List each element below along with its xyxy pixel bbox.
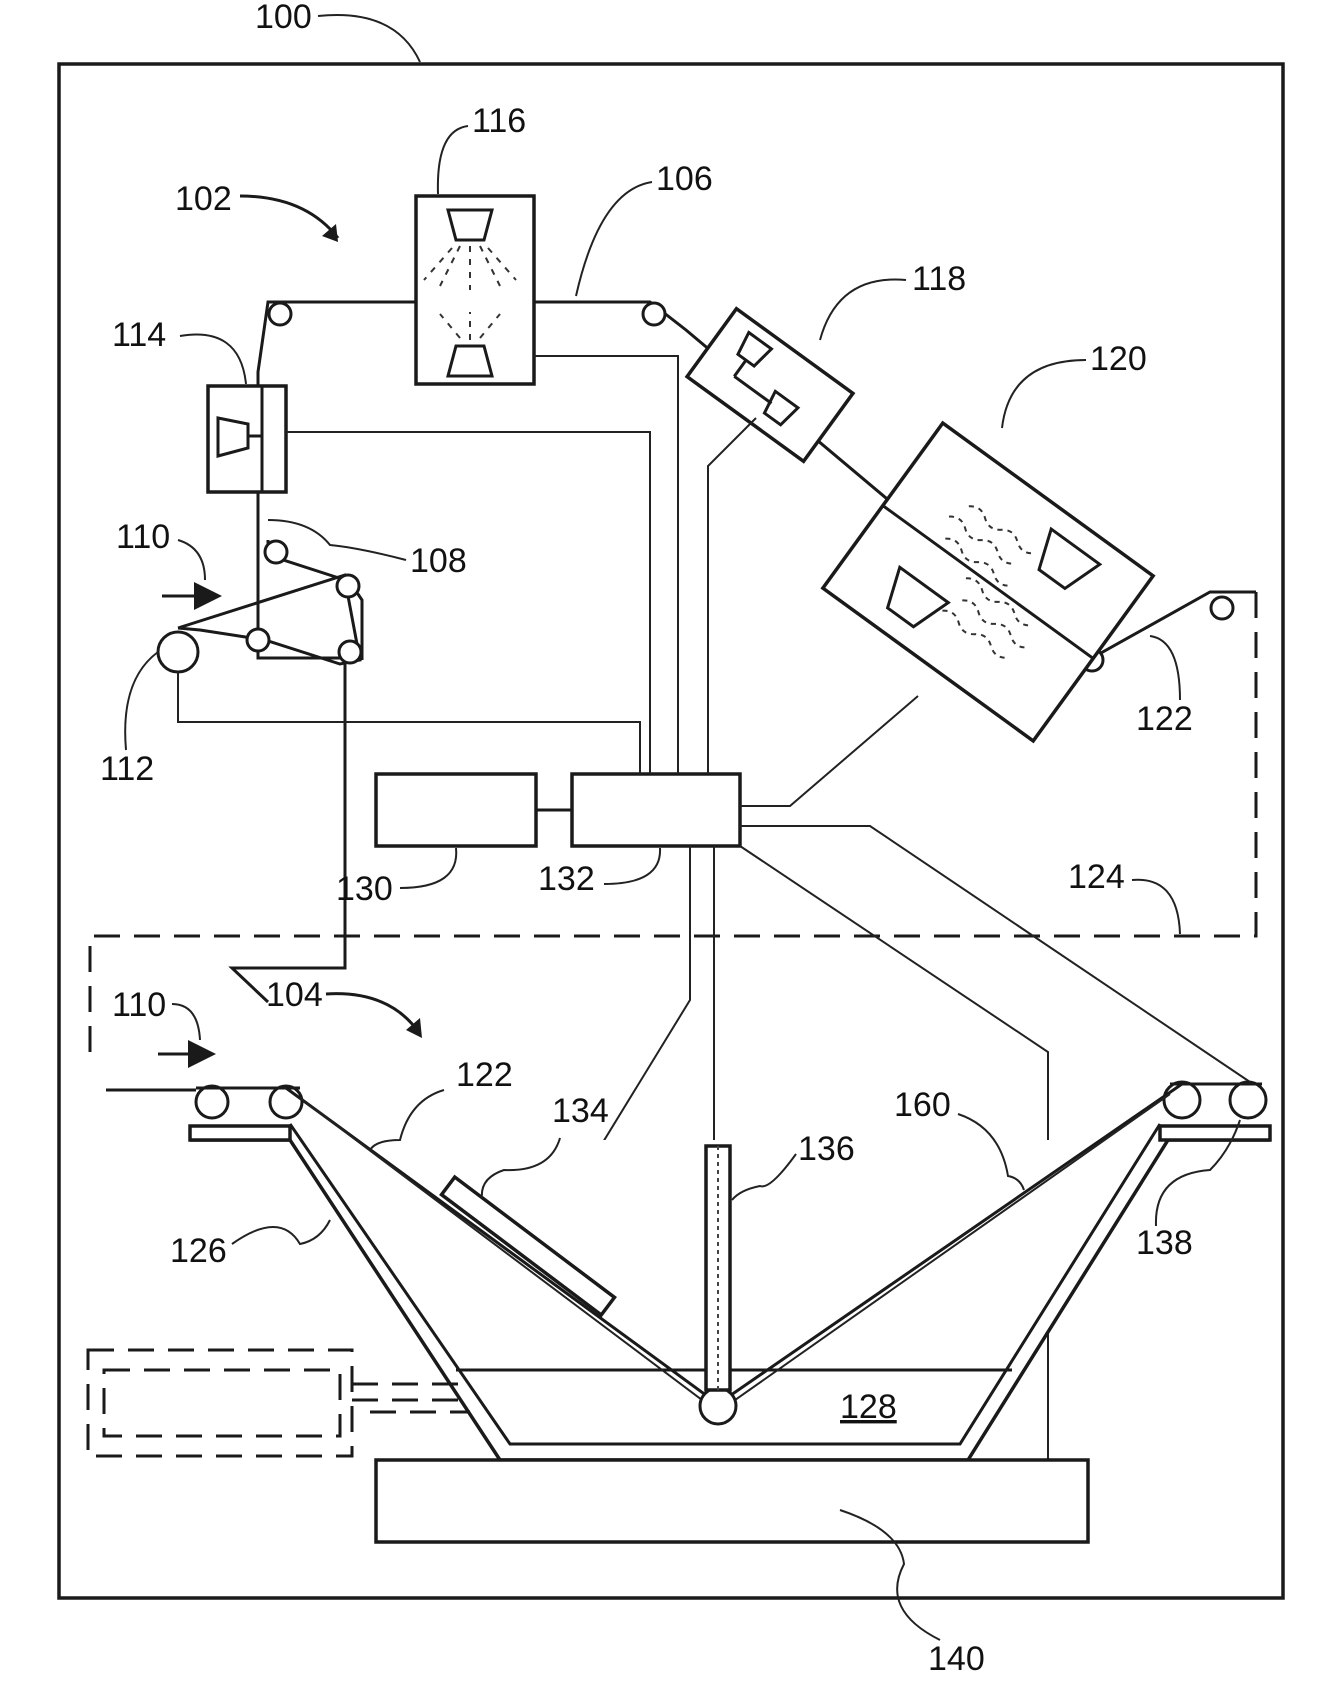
label-100: 100	[255, 0, 312, 36]
label-124: 124	[1068, 858, 1125, 896]
roller-108-a	[265, 541, 287, 563]
label-110-bottom: 110	[112, 986, 166, 1024]
label-118: 118	[912, 260, 966, 298]
bath-roller	[700, 1388, 736, 1424]
roller-right-b	[1230, 1082, 1266, 1118]
label-114: 114	[112, 316, 166, 354]
label-130: 130	[336, 870, 393, 908]
label-126: 126	[170, 1232, 227, 1270]
label-128: 128	[840, 1388, 897, 1426]
controller-130	[376, 774, 536, 846]
label-140: 140	[928, 1640, 985, 1678]
label-116: 116	[472, 102, 526, 140]
roller-left-b	[270, 1086, 302, 1118]
label-134: 134	[552, 1092, 609, 1130]
label-108: 108	[410, 542, 467, 580]
roller-top-left	[269, 303, 291, 325]
label-106: 106	[656, 160, 713, 198]
supply-roll-112	[158, 632, 198, 672]
left-platform	[190, 1126, 290, 1140]
label-160: 160	[894, 1086, 951, 1124]
roller-right-a	[1164, 1082, 1200, 1118]
roller-108-d	[339, 641, 361, 663]
label-122-top: 122	[1136, 700, 1193, 738]
roller-108-c	[247, 629, 269, 651]
label-104: 104	[266, 976, 323, 1014]
label-112: 112	[100, 750, 154, 788]
label-122-bottom: 122	[456, 1056, 513, 1094]
base-140	[376, 1460, 1088, 1542]
label-120: 120	[1090, 340, 1147, 378]
label-102: 102	[175, 180, 232, 218]
label-138: 138	[1136, 1224, 1193, 1262]
leader-100	[318, 15, 420, 62]
roller-top-right	[643, 303, 665, 325]
right-platform	[1160, 1126, 1270, 1140]
label-136: 136	[798, 1130, 855, 1168]
controller-132	[572, 774, 740, 846]
roller-left-a	[196, 1086, 228, 1118]
roller-108-b	[337, 575, 359, 597]
module-116	[416, 196, 534, 384]
label-110-top: 110	[116, 518, 170, 556]
label-132: 132	[538, 860, 595, 898]
roller-122-b	[1211, 597, 1233, 619]
